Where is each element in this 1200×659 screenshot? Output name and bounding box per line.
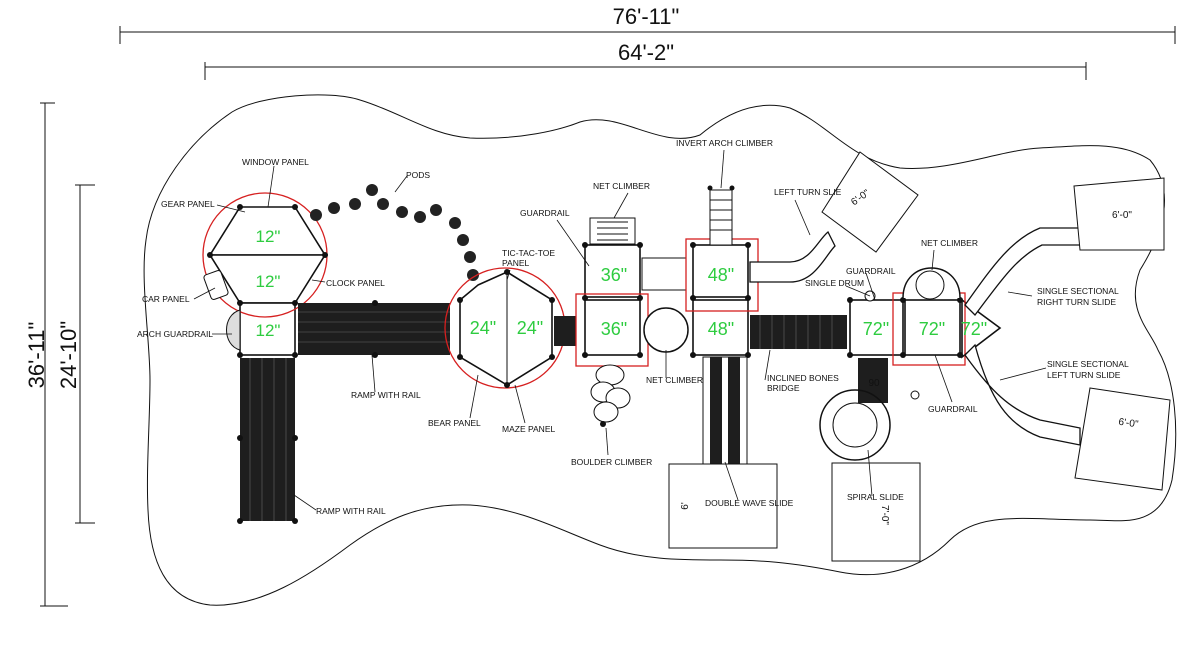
label-tic-tac-toe-1: TIC-TAC-TOE (502, 248, 555, 258)
label-single-sectional-left-1: SINGLE SECTIONAL (1047, 359, 1129, 369)
deck-36-top (584, 244, 641, 298)
ramp-vertical (237, 358, 298, 524)
label-guardrail-3: GUARDRAIL (928, 404, 978, 414)
spiral-tag-label: 90 (868, 378, 880, 389)
deck-12-mid-label: 12" (256, 272, 281, 291)
label-net-climber-2: NET CLIMBER (646, 375, 703, 385)
overall-depth-label: 36'-11" (24, 322, 49, 389)
label-left-turn-slide: LEFT TURN SLIE (774, 187, 842, 197)
deck-12-bottom-label: 12" (256, 321, 281, 340)
deck-72-tower (847, 267, 1002, 366)
deck-72-left-label: 72" (863, 319, 889, 339)
label-single-sectional-right-2: RIGHT TURN SLIDE (1037, 297, 1116, 307)
label-boulder-climber: BOULDER CLIMBER (571, 457, 652, 467)
label-single-drum: SINGLE DRUM (805, 278, 864, 288)
label-guardrail-1: GUARDRAIL (520, 208, 570, 218)
label-inclined-bones-2: BRIDGE (767, 383, 800, 393)
deck-36-bottom (584, 299, 641, 356)
deck-72-mid-label: 72" (919, 319, 945, 339)
label-single-sectional-right-1: SINGLE SECTIONAL (1037, 286, 1119, 296)
pods (310, 184, 479, 281)
deck-36-tower (575, 217, 649, 367)
leader-lines (193, 149, 1047, 511)
deck-72-mid (904, 299, 961, 356)
spiral-zone-label: 7'-0" (879, 505, 890, 525)
label-guardrail-2: GUARDRAIL (846, 266, 896, 276)
right-turn-use-zone (1073, 177, 1165, 251)
label-bear-panel: BEAR PANEL (428, 418, 481, 428)
double-wave-zone-label: 6' (680, 502, 691, 510)
spiral-slide-shape (819, 358, 921, 562)
ramp-horizontal (298, 300, 450, 358)
deck-36-48-bridge (641, 257, 687, 291)
right-turn-zone-label: 6'-0" (1112, 210, 1132, 221)
left-turn-slide-shape (749, 230, 836, 283)
deck-36-bottom-label: 36" (601, 319, 627, 339)
left-turn-use-zone (821, 151, 919, 253)
double-wave-slide-shape (668, 356, 778, 549)
left-turn-bottom-use-zone (1074, 387, 1171, 491)
inclined-bones-bridge-shape (750, 315, 847, 349)
label-spiral-slide: SPIRAL SLIDE (847, 492, 904, 502)
dimension-lines (40, 26, 1176, 607)
label-invert-arch-climber: INVERT ARCH CLIMBER (676, 138, 773, 148)
label-net-climber-3: NET CLIMBER (921, 238, 978, 248)
label-gear-panel: GEAR PANEL (161, 199, 215, 209)
deck-72-right-label: 72" (961, 319, 987, 339)
deck-48-top-label: 48" (708, 265, 734, 285)
label-clock-panel: CLOCK PANEL (326, 278, 385, 288)
inner-width-label: 64'-2" (618, 40, 674, 65)
label-ramp-with-rail-2: RAMP WITH RAIL (316, 506, 386, 516)
left-turn-bottom-zone-label: 6'-0" (1118, 417, 1140, 431)
boulder-climber-shape (590, 364, 631, 427)
label-maze-panel: MAZE PANEL (502, 424, 555, 434)
deck-36-top-label: 36" (601, 265, 627, 285)
deck-48-bottom (692, 299, 749, 356)
invert-arch-climber-shape (709, 189, 733, 246)
label-single-sectional-left-2: LEFT TURN SLIDE (1047, 370, 1121, 380)
label-car-panel: CAR PANEL (142, 294, 190, 304)
label-ramp-with-rail-1: RAMP WITH RAIL (351, 390, 421, 400)
label-double-wave-slide: DOUBLE WAVE SLIDE (705, 498, 794, 508)
deck-12-top-label: 12" (256, 227, 281, 246)
label-tic-tac-toe-2: PANEL (502, 258, 530, 268)
use-zone-outline (143, 94, 1177, 606)
overall-width-label: 76'-11" (613, 4, 680, 29)
deck-24 (459, 271, 553, 386)
label-arch-guardrail: ARCH GUARDRAIL (137, 329, 213, 339)
deck-24-right-label: 24" (517, 318, 543, 338)
hex-24-tower (444, 267, 566, 389)
label-window-panel: WINDOW PANEL (242, 157, 309, 167)
net-climber-round (643, 307, 689, 353)
deck-72-right (961, 298, 1002, 359)
short-step (554, 316, 576, 346)
label-pods: PODS (406, 170, 430, 180)
deck-24-left-label: 24" (470, 318, 496, 338)
deck-72-left (849, 299, 904, 356)
label-inclined-bones-1: INCLINED BONES (767, 373, 839, 383)
car-panel-shape (203, 270, 229, 300)
label-net-climber-1: NET CLIMBER (593, 181, 650, 191)
single-sectional-left-turn-slide-shape (964, 343, 1081, 446)
deck-48-tower (685, 185, 759, 358)
arch-guardrail-shape (226, 309, 241, 351)
left-hex-tower (202, 192, 328, 358)
deck-48-bottom-label: 48" (708, 319, 734, 339)
inner-depth-label: 24'-10" (56, 321, 81, 389)
